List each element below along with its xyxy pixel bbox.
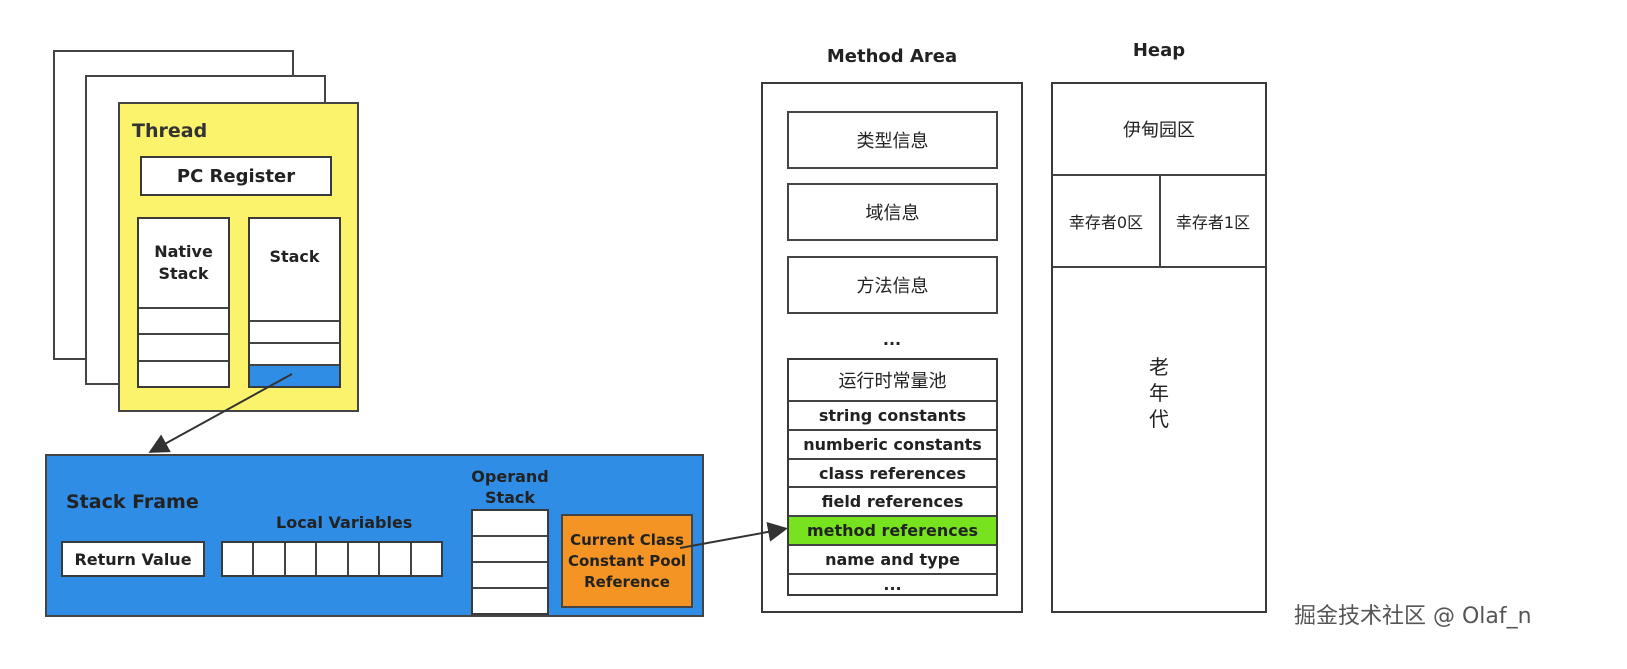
thread-title: Thread [132, 120, 208, 142]
operand-stack [471, 509, 549, 615]
local-variables-label: Local Variables [276, 513, 413, 532]
method-references-row: method references [789, 515, 996, 545]
local-variable-slot [380, 543, 412, 575]
local-variable-slot [286, 543, 318, 575]
local-variable-slot [254, 543, 286, 575]
numeric-constants-row: numberic constants [789, 428, 996, 458]
survivor-1-space: 幸存者1区 [1161, 176, 1265, 268]
survivor-0-space: 幸存者0区 [1053, 176, 1161, 268]
java-stack-slot [250, 341, 339, 364]
heap-title: Heap [1132, 40, 1186, 61]
current-stack-frame-slot [250, 363, 339, 387]
operand-stack-slot [473, 587, 547, 613]
method-area: 类型信息 域信息 方法信息 ... 运行时常量池 string constant… [761, 82, 1023, 613]
local-variable-slot [317, 543, 349, 575]
string-constants-row: string constants [789, 400, 996, 429]
native-stack-label: Native Stack [154, 241, 213, 283]
native-stack-slot [139, 333, 228, 359]
native-stack-slot [139, 306, 228, 333]
java-stack-label: Stack [269, 247, 320, 266]
local-variable-slot [349, 543, 381, 575]
operand-stack-label: Operand Stack [471, 467, 549, 507]
native-stack: Native Stack [137, 217, 230, 388]
stack-to-frame-arrow [148, 373, 293, 453]
runtime-constant-pool-title: 运行时常量池 [838, 371, 947, 392]
old-generation-space: 老 年 代 [1149, 355, 1169, 431]
native-stack-slot [139, 359, 228, 386]
watermark: 掘金技术社区 @ Olaf_n [1294, 604, 1532, 629]
name-and-type-row: name and type [789, 544, 996, 573]
constant-pool-reference: Current Class Constant Pool Reference [561, 514, 693, 608]
stack-frame-title: Stack Frame [66, 491, 199, 513]
eden-space: 伊甸园区 [1053, 84, 1265, 176]
stack-frame: Stack Frame Return Value Local Variables… [45, 454, 704, 617]
pc-register: PC Register [140, 156, 332, 196]
operand-stack-slot [473, 561, 547, 587]
runtime-constant-pool: 运行时常量池 string constants numberic constan… [787, 358, 998, 596]
java-stack: Stack [248, 217, 341, 388]
field-info-box: 域信息 [787, 183, 998, 241]
method-info-box: 方法信息 [787, 256, 998, 314]
local-variable-slot [223, 543, 255, 575]
return-value-box: Return Value [61, 541, 205, 577]
class-references-row: class references [789, 457, 996, 487]
heap: 伊甸园区 幸存者0区 幸存者1区 老 年 代 [1051, 82, 1267, 613]
thread-card: Thread PC Register Native Stack Stack [118, 102, 359, 412]
cp-reference-to-method-ref-arrow [679, 522, 788, 549]
type-info-box: 类型信息 [787, 111, 998, 169]
method-area-title: Method Area [826, 46, 958, 67]
local-variables-array [221, 541, 443, 577]
operand-stack-slot [473, 535, 547, 561]
field-references-row: field references [789, 486, 996, 515]
constant-pool-ellipsis-row: ... [789, 572, 996, 594]
method-area-ellipsis: ... [882, 330, 902, 349]
java-stack-slot [250, 319, 339, 342]
